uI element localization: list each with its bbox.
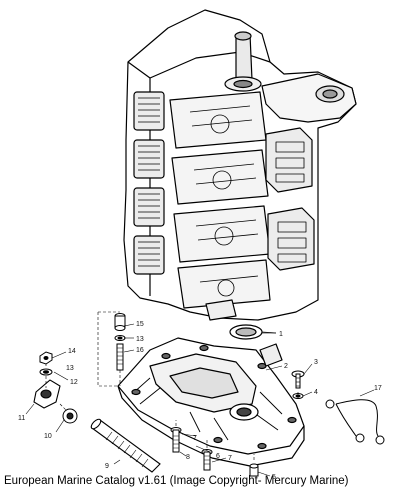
callout-7b: 7 bbox=[228, 455, 232, 462]
callout-12: 12 bbox=[70, 379, 78, 386]
callout-16: 16 bbox=[136, 347, 144, 354]
callout-10: 10 bbox=[44, 433, 52, 440]
callout-numbers: 1 2 3 4 5 6 7 7 8 9 10 11 12 13 13 14 15… bbox=[18, 321, 382, 481]
hex-nut-part bbox=[39, 351, 53, 365]
callout-leaders bbox=[25, 323, 375, 477]
grommet-part bbox=[62, 408, 78, 424]
callout-15: 15 bbox=[136, 321, 144, 328]
stud-part bbox=[116, 343, 124, 371]
dowel-tube-part bbox=[90, 418, 161, 473]
exploded-view-guides bbox=[45, 311, 299, 460]
callout-17: 17 bbox=[374, 385, 382, 392]
callout-14: 14 bbox=[68, 348, 76, 355]
seal-ring-part bbox=[229, 324, 277, 340]
end-cap-plate-part bbox=[117, 337, 305, 467]
callout-3: 3 bbox=[314, 359, 318, 366]
callout-4: 4 bbox=[314, 389, 318, 396]
screw-part bbox=[291, 370, 305, 389]
callout-1: 1 bbox=[279, 331, 283, 338]
catalog-caption: European Marine Catalog v1.61 (Image Cop… bbox=[4, 475, 349, 487]
callout-11: 11 bbox=[18, 415, 25, 422]
clamp-part bbox=[33, 379, 61, 409]
callout-6: 6 bbox=[216, 453, 220, 460]
plug-part bbox=[249, 463, 259, 477]
callout-8: 8 bbox=[186, 454, 190, 461]
callout-2: 2 bbox=[284, 363, 288, 370]
bolt-part bbox=[201, 449, 213, 471]
callout-13b: 13 bbox=[136, 336, 144, 343]
lock-washer-part bbox=[39, 368, 53, 376]
long-bolt-part bbox=[170, 427, 182, 453]
washer-part-13 bbox=[114, 335, 126, 341]
callout-13a: 13 bbox=[66, 365, 74, 372]
ground-wire-part bbox=[325, 399, 385, 445]
callout-5: 5 bbox=[272, 474, 276, 481]
callout-7a: 7 bbox=[193, 435, 197, 442]
spacer-part bbox=[114, 313, 126, 331]
callout-9: 9 bbox=[105, 463, 109, 470]
cylinder-block-illustration bbox=[123, 9, 357, 321]
